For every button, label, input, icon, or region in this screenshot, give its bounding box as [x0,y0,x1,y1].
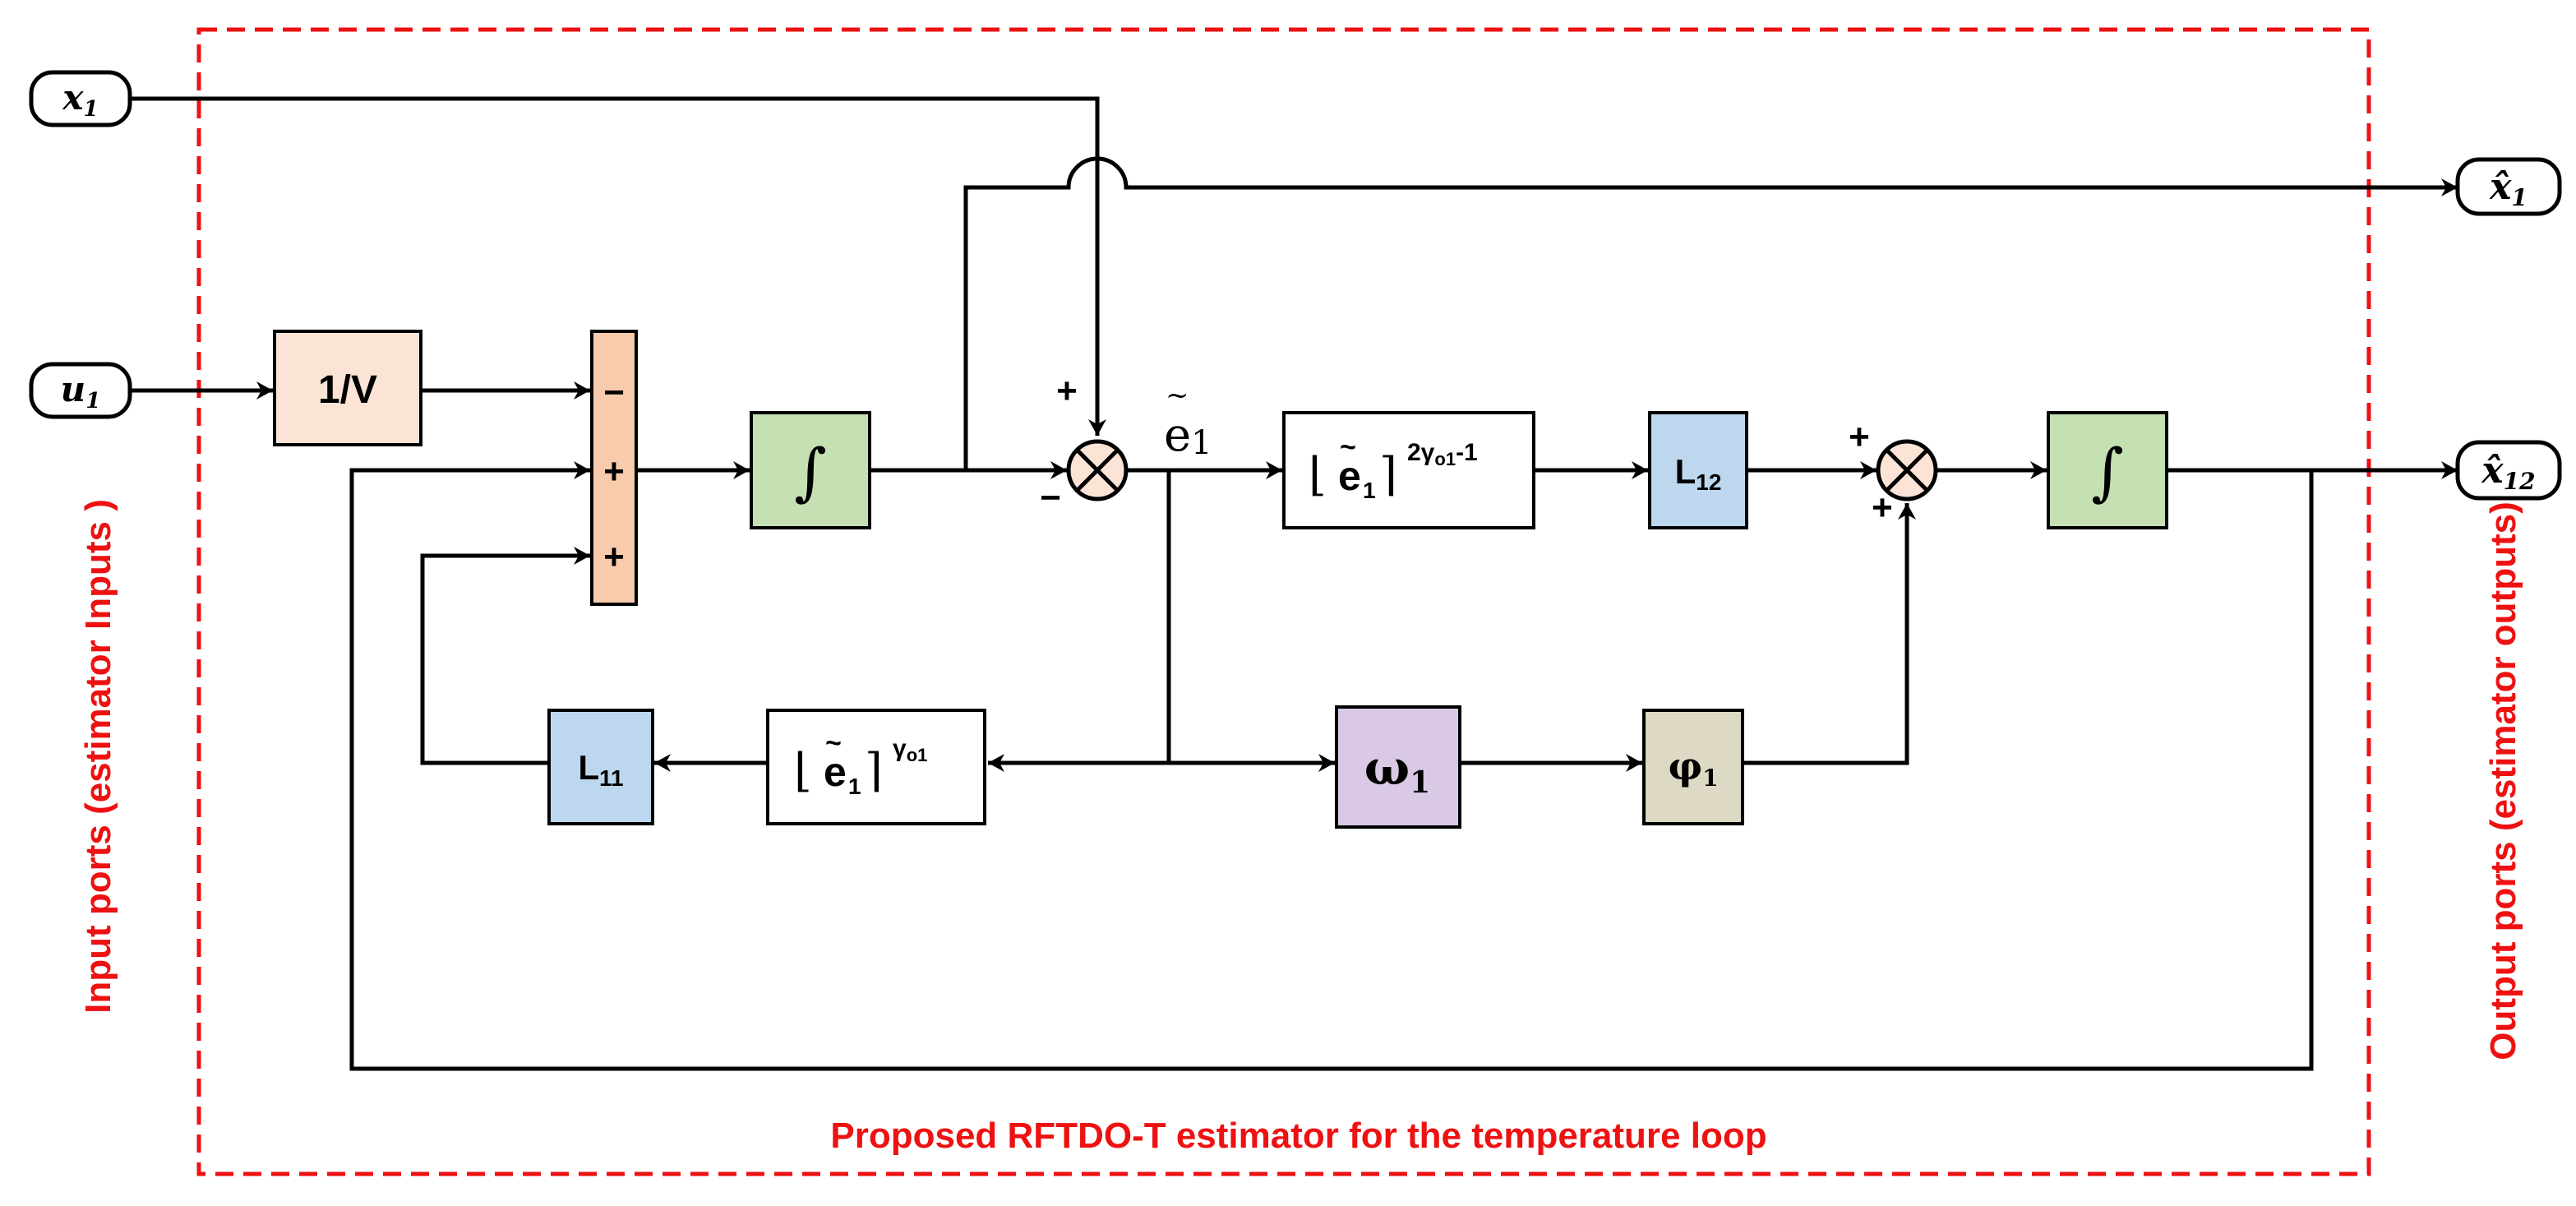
svg-text:−: − [603,372,625,413]
power-2gamma-block: ⌊ e ~ 1 ⌉ 2γo1-1 [1282,411,1535,529]
svg-text:u1: u1 [61,369,101,414]
svg-text:x1: x1 [62,77,98,122]
svg-text:e: e [1338,453,1361,499]
estimator-frame [196,27,2371,1176]
wire-outer-feedback [349,461,2314,1071]
frame-title: Proposed RFTDO-T estimator for the tempe… [830,1116,1766,1156]
summing-junction-1: + − [1040,371,1129,518]
gain-l12-block: L12 [1648,411,1748,529]
svg-text:⌊: ⌊ [794,744,812,797]
gain-l11-block: L11 [547,709,654,825]
svg-text:⌉: ⌉ [865,744,883,797]
svg-text:+: + [1872,487,1893,528]
integrator-block-1: ∫ [750,411,871,529]
svg-text:x̂1: x̂1 [2489,166,2528,211]
svg-text:~: ~ [825,728,842,759]
summing-junction-2: + + [1849,417,1938,528]
input-ports-label: Input ports (estimator Inputs ) [78,499,118,1014]
svg-text:e: e [824,749,847,795]
svg-text:2γo1-1: 2γo1-1 [1407,439,1478,469]
svg-text:e1: e1 [1164,409,1212,462]
port-u1: u1 [29,362,132,419]
wire-l11-to-sum [420,547,590,765]
svg-text:~: ~ [1166,379,1189,412]
svg-text:+: + [603,537,625,577]
svg-text:−: − [1040,478,1061,518]
svg-text:1/V: 1/V [318,368,377,412]
svg-text:ω1: ω1 [1364,740,1430,800]
svg-text:γo1: γo1 [893,735,927,765]
svg-text:~: ~ [1340,432,1356,463]
svg-text:φ1: φ1 [1668,744,1718,792]
sum-bar-block: − + + [590,330,638,606]
phi-block: φ1 [1642,709,1744,825]
wire-x1-to-j1 [132,96,1106,436]
svg-text:x̂12: x̂12 [2481,450,2535,495]
svg-text:∫: ∫ [2091,435,2124,508]
output-ports-label: Output ports (estimator outputs) [2483,501,2523,1060]
svg-text:L11: L11 [578,748,623,791]
error-signal-label: e1 ~ [1164,379,1212,462]
power-gamma-block: ⌊ e ~ 1 ⌉ γo1 [766,709,986,825]
inverse-volume-block: 1/V [273,330,422,446]
port-x1: x1 [29,70,132,127]
svg-text:+: + [603,451,625,492]
integrator-block-2: ∫ [2047,411,2168,529]
svg-text:+: + [1849,417,1870,457]
svg-text:L12: L12 [1675,452,1722,495]
wire-phi-to-j2 [1743,503,1916,765]
svg-text:⌉: ⌉ [1379,448,1397,501]
port-x12-hat: x̂12 [2455,440,2562,501]
omega-block: ω1 [1335,705,1461,829]
port-x1-hat: x̂1 [2455,157,2562,216]
wire-x1hat-output [963,156,2458,470]
svg-text:1: 1 [848,774,861,799]
svg-text:1: 1 [1363,478,1376,503]
svg-text:⌊: ⌊ [1309,448,1327,501]
svg-text:∫: ∫ [794,435,827,508]
svg-text:+: + [1056,371,1078,411]
